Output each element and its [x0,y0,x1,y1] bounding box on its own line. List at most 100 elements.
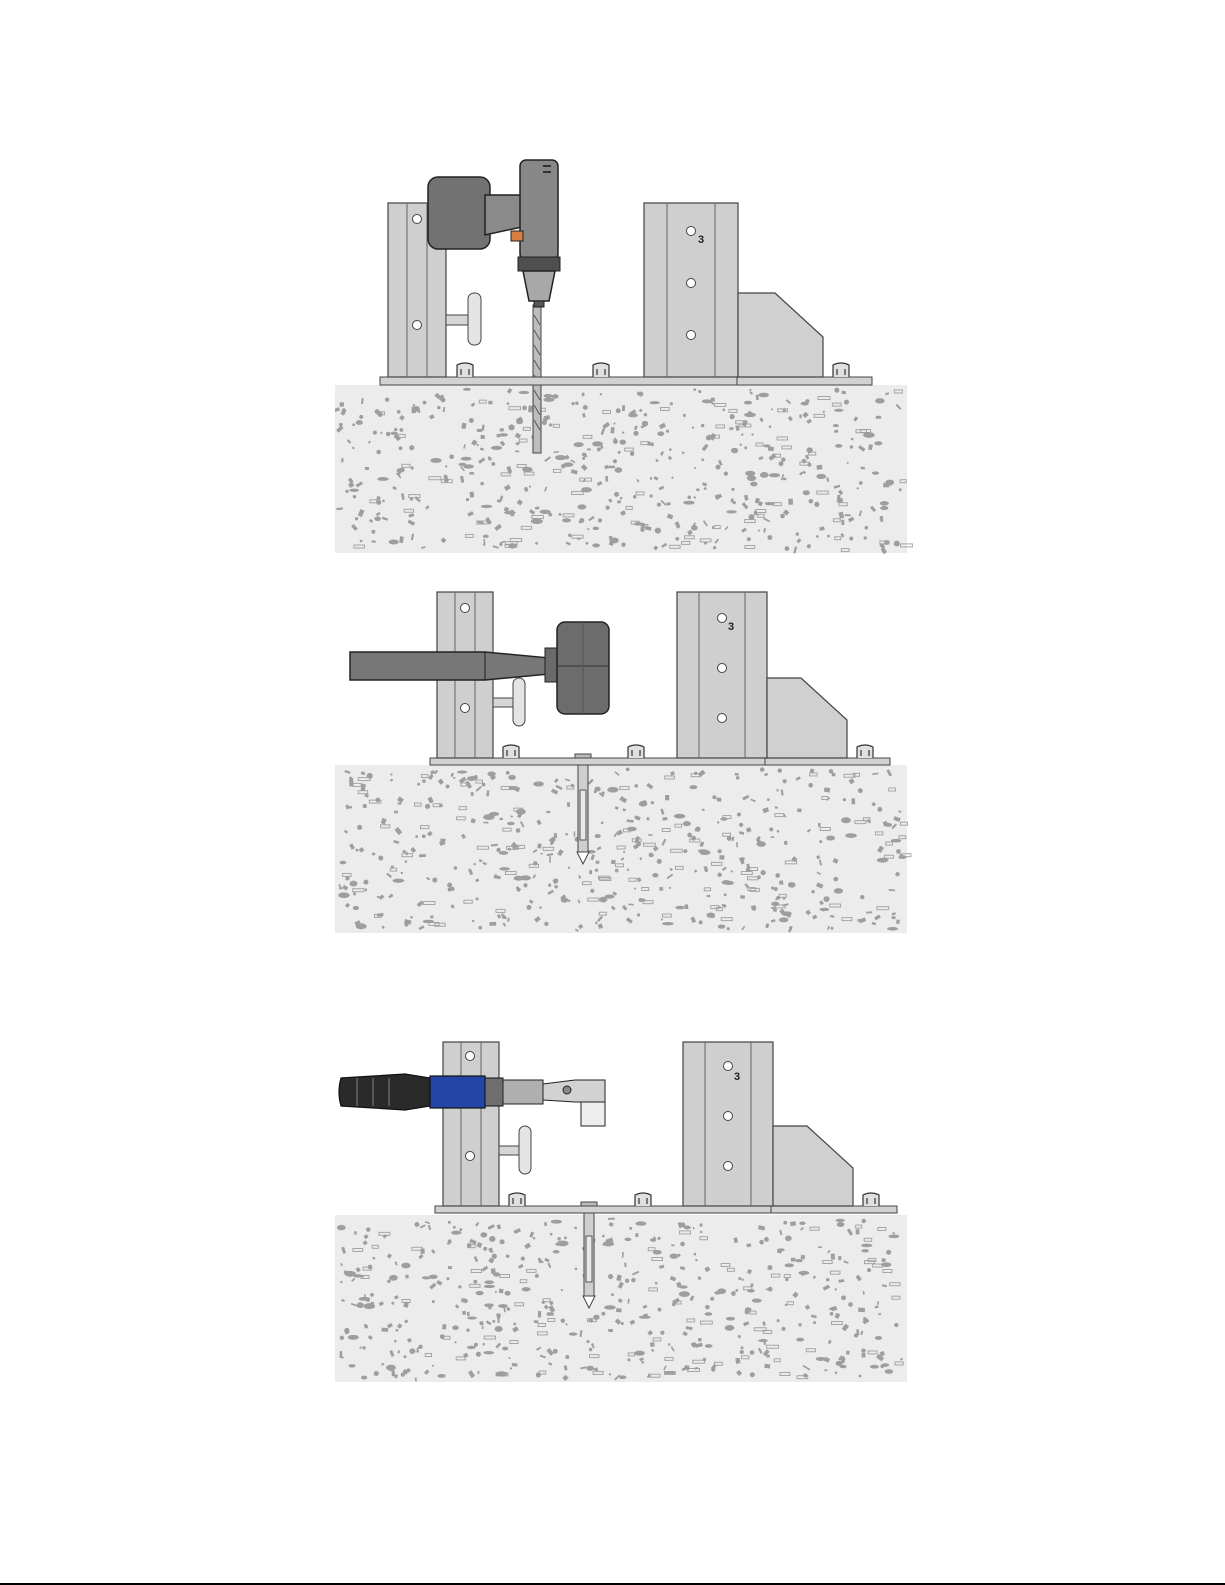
aggregate-speck [616,1308,622,1312]
aggregate-speck [816,1357,826,1361]
aggregate-speck [796,1338,804,1342]
aggregate-speck [512,1363,518,1367]
aggregate-speck [366,1298,370,1302]
aggregate-speck [711,914,715,918]
aggregate-speck [735,773,739,776]
aggregate-speck [429,1275,438,1279]
aggregate-speck [613,423,615,425]
concrete-slab [335,765,911,933]
aggregate-speck [516,419,523,424]
aggregate-speck [583,405,588,410]
aggregate-speck [466,1329,469,1332]
aggregate-speck [405,1275,408,1279]
aggregate-speck [421,1249,425,1254]
aggregate-speck [661,919,663,921]
aggregate-speck [717,873,721,877]
aggregate-speck [662,922,674,925]
aggregate-speck [506,771,510,775]
aggregate-speck [816,465,822,470]
aggregate-speck [600,446,603,449]
aggregate-speck [357,825,362,830]
aggregate-speck [788,499,793,505]
aggregate-speck [537,843,541,848]
aggregate-speck [425,804,430,809]
aggregate-speck [716,798,718,800]
aggregate-speck [684,1365,689,1370]
base-plate [430,758,890,765]
aggregate-speck [444,475,448,479]
aggregate-speck [698,390,701,393]
aggregate-speck [740,895,745,899]
aggregate-speck [394,1340,397,1343]
aggregate-speck [620,497,623,500]
aggregate-speck [750,1372,755,1377]
aggregate-speck [338,892,349,898]
aggregate-speck [504,511,516,515]
aggregate-speck [467,776,476,781]
aggregate-speck [767,1265,772,1270]
aggregate-speck [718,924,726,928]
aggregate-speck [797,808,802,812]
aggregate-speck [662,817,667,821]
aggregate-speck [641,1361,644,1364]
aggregate-speck [764,1364,770,1369]
aggregate-speck [430,915,434,918]
aggregate-speck [701,424,704,427]
aggregate-speck [889,483,891,485]
aggregate-speck [780,514,785,519]
aggregate-speck [630,452,634,456]
aggregate-speck [507,822,515,825]
aggregate-speck [620,439,626,444]
aggregate-speck [695,827,700,832]
aggregate-speck [861,1249,869,1252]
aggregate-speck [492,1254,497,1259]
aggregate-speck [841,1295,846,1300]
aggregate-speck [610,537,619,543]
aggregate-speck [842,1360,845,1363]
aggregate-speck [799,1323,802,1326]
aggregate-speck [553,1250,560,1254]
aggregate-speck [759,1240,764,1245]
aggregate-speck [764,1237,769,1242]
adjuster-handle [499,1126,531,1174]
aggregate-speck [466,498,469,501]
aggregate-speck [340,861,347,865]
aggregate-speck [635,839,639,843]
aggregate-speck [737,812,741,816]
left-post [443,1042,499,1206]
aggregate-speck [598,518,602,522]
aggregate-speck [533,781,544,786]
gusset-plate [767,678,847,758]
aggregate-speck [516,828,521,833]
aggregate-speck [896,849,901,854]
aggregate-speck [495,1326,503,1332]
aggregate-speck [430,458,441,463]
aggregate-speck [345,876,349,880]
aggregate-speck [505,1291,511,1296]
aggregate-speck [771,886,774,889]
aggregate-speck [680,1222,685,1227]
aggregate-speck [657,1237,660,1240]
aggregate-speck [863,432,875,438]
aggregate-speck [592,441,603,446]
aggregate-speck [511,815,513,817]
aggregate-speck [482,1343,484,1345]
aggregate-speck [799,1221,805,1225]
aggregate-speck [356,420,363,425]
aggregate-speck [608,1329,613,1332]
aggregate-speck [499,543,502,546]
aggregate-speck [623,851,625,853]
aggregate-speck [704,1312,712,1316]
aggregate-speck [615,467,623,472]
aggregate-speck [750,1283,753,1286]
aggregate-speck [658,1308,662,1312]
aggregate-speck [496,848,500,852]
aggregate-speck [788,882,796,887]
aggregate-speck [480,482,484,486]
aggregate-speck [758,393,769,397]
aggregate-speck [833,424,839,427]
aggregate-speck [777,1248,785,1251]
aggregate-speck [508,775,516,780]
aggregate-speck [900,853,903,856]
aggregate-speck [634,888,636,890]
